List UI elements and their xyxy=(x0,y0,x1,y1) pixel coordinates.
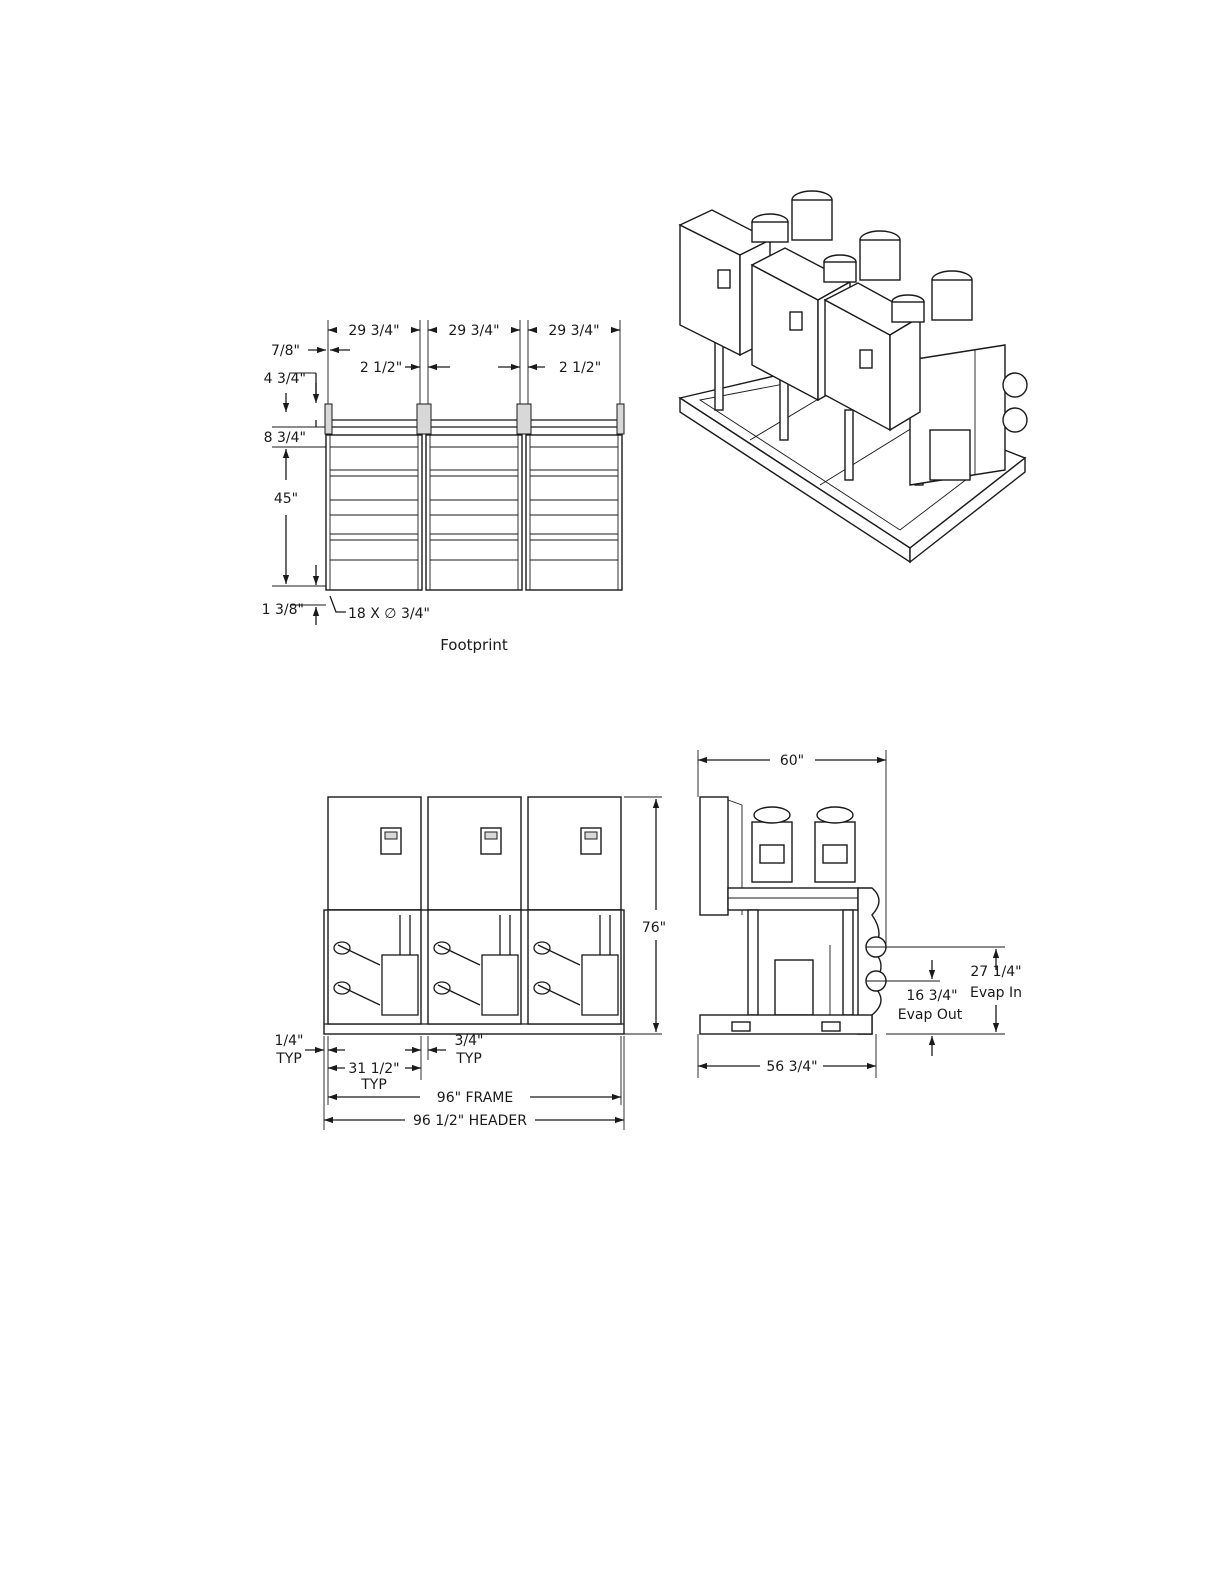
gap-dim-1: 2 1/2" xyxy=(360,360,402,376)
footprint-caption: Footprint xyxy=(440,636,508,654)
frame-width-dim: 96" FRAME xyxy=(437,1090,513,1106)
top-offset-dim: 4 3/4" xyxy=(264,371,306,387)
module-width-dim-1: 29 3/4" xyxy=(348,323,399,339)
frame-depth-dim: 45" xyxy=(274,491,298,507)
footprint-frames xyxy=(325,404,624,590)
module-pitch-typ: TYP xyxy=(360,1077,387,1093)
isometric-view xyxy=(680,191,1027,562)
holes-callout: 18 X ∅ 3/4" xyxy=(348,606,430,622)
gap-dim-2: 2 1/2" xyxy=(559,360,601,376)
module-gap-dim: 3/4" xyxy=(455,1033,484,1049)
module-gap-typ: TYP xyxy=(455,1051,482,1067)
overall-depth-dim: 60" xyxy=(780,753,804,769)
module-width-dim-2: 29 3/4" xyxy=(448,323,499,339)
left-offset-dim: 7/8" xyxy=(271,343,300,359)
frame-depth-side-dim: 56 3/4" xyxy=(766,1059,817,1075)
footprint-view: 29 3/4" 29 3/4" 29 3/4" 7/8" 2 1/2" 2 1/… xyxy=(262,320,624,654)
left-margin-typ: TYP xyxy=(275,1051,302,1067)
side-view: 60" 56 3/4" 27 1/4" Evap In 16 3/4" Evap… xyxy=(698,750,1022,1078)
module-pitch-dim: 31 1/2" xyxy=(348,1061,399,1077)
evap-out-height-dim: 16 3/4" xyxy=(906,988,957,1004)
height-dim: 76" xyxy=(642,920,666,936)
front-view: 76" 1/4" TYP 3/4" TYP 31 1/2" TYP 96" FR… xyxy=(275,797,667,1130)
header-width-dim: 96 1/2" HEADER xyxy=(413,1113,527,1129)
evap-in-label: Evap In xyxy=(970,985,1022,1001)
header-depth-dim: 8 3/4" xyxy=(264,430,306,446)
evap-out-label: Evap Out xyxy=(898,1007,963,1023)
bottom-offset-dim: 1 3/8" xyxy=(262,602,304,618)
evap-in-height-dim: 27 1/4" xyxy=(970,964,1021,980)
left-margin-dim: 1/4" xyxy=(275,1033,304,1049)
module-width-dim-3: 29 3/4" xyxy=(548,323,599,339)
